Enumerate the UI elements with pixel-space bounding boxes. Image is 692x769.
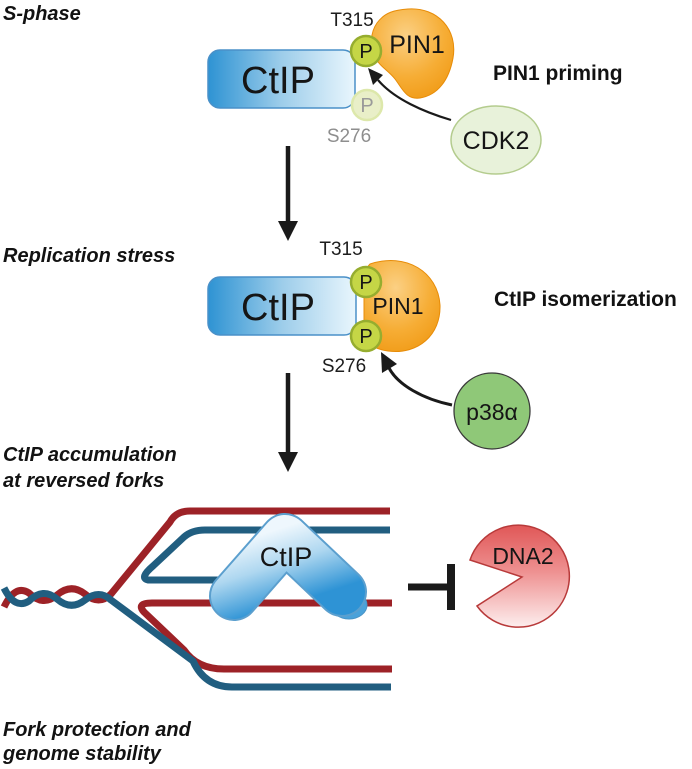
nascent-strand-blue-hairpin [141, 526, 390, 584]
site-label-t315-panel1: T315 [330, 10, 373, 31]
pin1-blob-priming [371, 8, 455, 99]
phospho-circle-t315-panel2 [349, 265, 383, 299]
ctip-box-panel1 [207, 49, 356, 109]
phospho-circle-s276-faded-panel1 [350, 88, 384, 122]
ctip-box-panel2 [207, 276, 357, 336]
p38a-phospho-arrowhead [381, 352, 397, 373]
step-arrow-2-head [278, 452, 298, 472]
cdk2-phospho-arrow [377, 79, 452, 122]
phospho-p-t315-panel2: P [359, 272, 372, 294]
p38a-phospho-arrow [387, 367, 453, 407]
step-arrow-1-head [278, 221, 298, 241]
process-label-pin1-priming: PIN1 priming [493, 62, 623, 85]
nascent-strand-red-hairpin [137, 599, 392, 673]
stage-label-accumulation-line1: CtIP accumulation [3, 444, 177, 466]
p38a-label: p38α [466, 399, 518, 425]
stage-label-s-phase: S-phase [3, 3, 81, 25]
site-label-s276-panel1: S276 [327, 126, 371, 147]
reversed-fork-structure [0, 507, 392, 691]
phospho-p-s276-panel2: P [359, 326, 372, 348]
phospho-circle-t315-panel1 [349, 34, 383, 68]
ctip-label-fork: CtIP [260, 542, 313, 572]
pin1-label-isomerization: PIN1 [372, 293, 423, 319]
dna2-pacman [469, 524, 571, 628]
pin1-label-priming: PIN1 [389, 31, 445, 59]
dna2-label: DNA2 [492, 543, 553, 569]
ctip-chevron-body [211, 515, 365, 619]
stage-label-accumulation-line2: at reversed forks [3, 470, 164, 492]
site-label-t315-panel2: T315 [319, 239, 362, 260]
phospho-p-t315-panel1: P [359, 41, 372, 63]
outcome-label-line1: Fork protection and [3, 719, 192, 741]
site-label-s276-panel2: S276 [322, 356, 366, 377]
cdk2-label: CDK2 [463, 127, 530, 155]
parental-strand-red [0, 507, 390, 609]
cdk2-phospho-arrowhead [368, 68, 383, 85]
ctip-label-panel2: CtIP [241, 287, 315, 329]
cdk2-circle [450, 105, 542, 175]
parental-strand-blue [0, 586, 391, 691]
phospho-circle-s276-panel2 [349, 319, 383, 353]
p38a-circle [453, 372, 531, 450]
outcome-label-line2: genome stability [2, 743, 162, 765]
stage-label-replication-stress: Replication stress [3, 245, 175, 267]
process-label-ctip-isomerization: CtIP isomerization [494, 288, 677, 311]
ctip-label-panel1: CtIP [241, 60, 315, 102]
phospho-p-s276-panel1: P [360, 95, 373, 117]
